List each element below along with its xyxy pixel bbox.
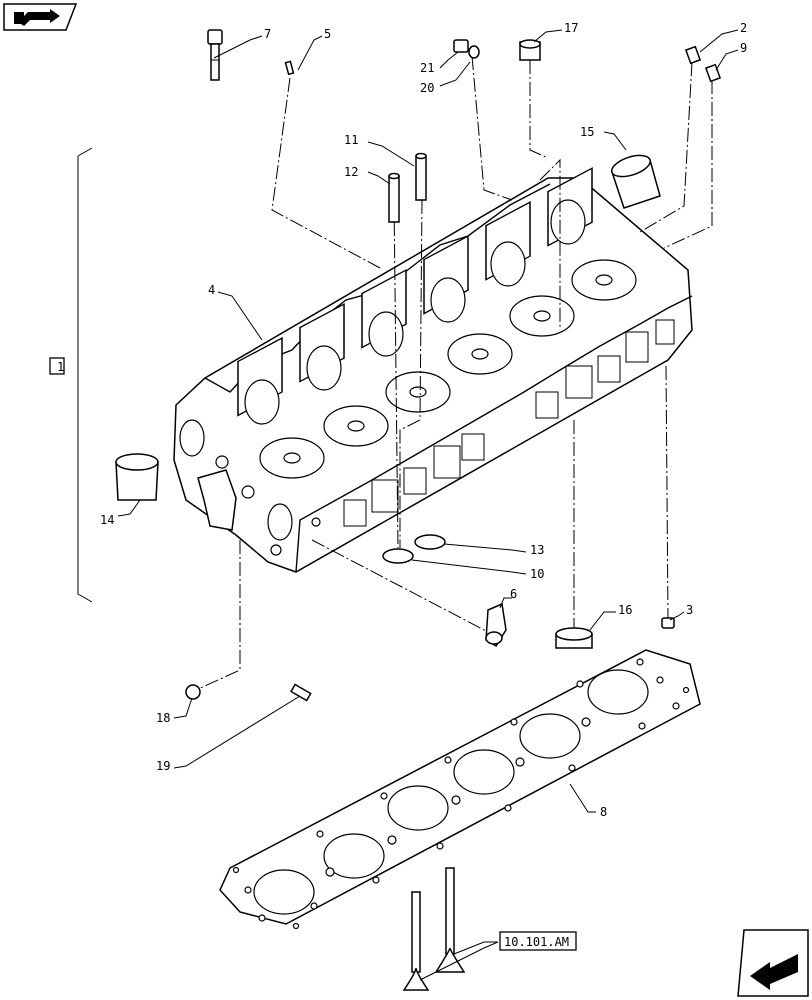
sleeves [115,154,661,501]
bolt [207,29,223,81]
callout-21: 21 [420,61,434,75]
callout-16: 16 [618,603,632,617]
callout-14: 14 [100,513,114,527]
callout-7: 7 [264,27,271,41]
callout-18: 18 [156,711,170,725]
fittings [684,45,722,83]
assembly-bracket [49,147,93,603]
callout-2: 2 [740,21,747,35]
callout-3: 3 [686,603,693,617]
valve-seats [382,534,446,564]
callout-19: 19 [156,759,170,773]
callout-6: 6 [510,587,517,601]
callout-8: 8 [600,805,607,819]
callout-20: 20 [420,81,434,95]
cylinder-head [173,167,693,573]
return-arrow-icon[interactable] [737,929,809,997]
head-gasket [219,649,701,930]
reference-label[interactable]: 10.101.AM [504,935,569,949]
callout-1: 1 [57,360,64,374]
callout-numbers: 1 2 3 4 5 6 7 8 9 10 11 12 13 14 15 16 1… [57,21,747,819]
ring-and-stud [185,683,312,702]
valve-guides [388,152,427,223]
callout-15: 15 [580,125,594,139]
callout-10: 10 [530,567,544,581]
callout-4: 4 [208,283,215,297]
callout-13: 13 [530,543,544,557]
book-arrow-icon[interactable] [3,3,78,31]
dowel-pin [284,60,295,76]
assembly-leaders [195,55,713,691]
callout-11: 11 [344,133,358,147]
plug-and-ring [453,39,480,59]
misc-plugs [485,602,675,649]
callout-9: 9 [740,41,747,55]
cup-plug [519,39,541,61]
reference-link[interactable]: 10.101.AM [499,931,577,951]
callout-leaders [117,29,739,981]
callout-17: 17 [564,21,578,35]
callout-5: 5 [324,27,331,41]
callout-12: 12 [344,165,358,179]
valves [402,867,466,991]
